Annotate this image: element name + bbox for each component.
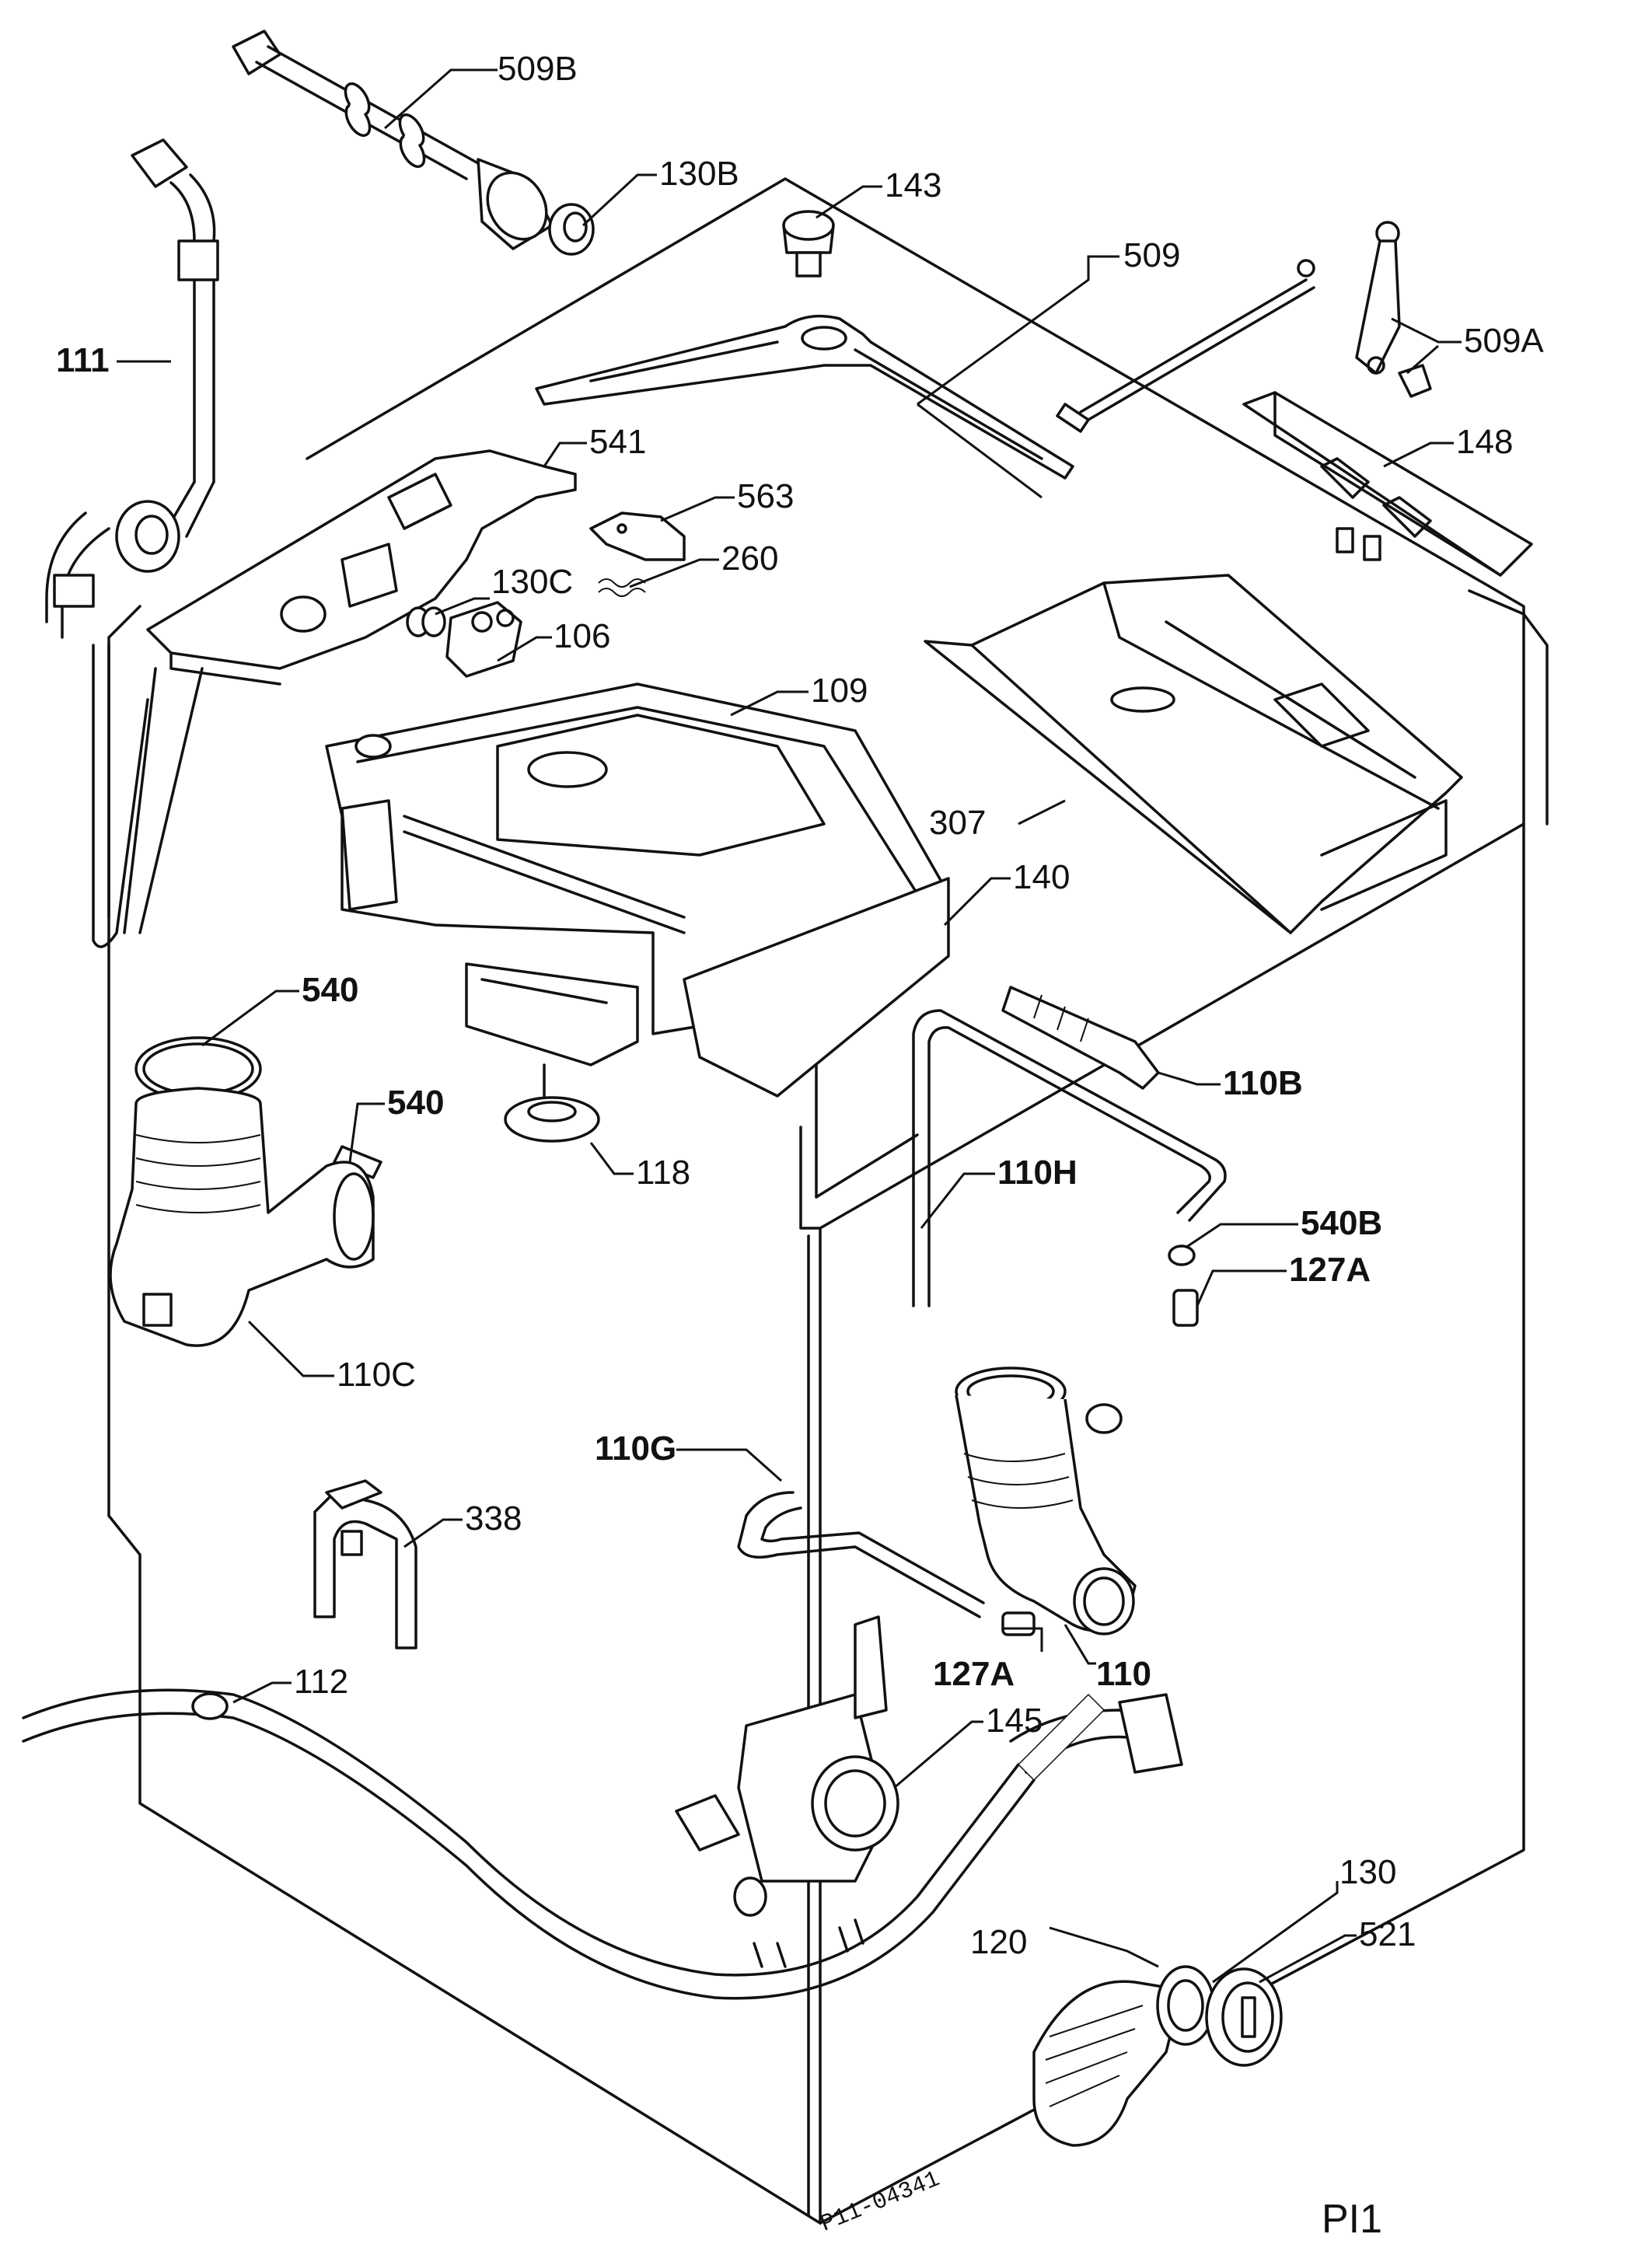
label-338: 338: [465, 1499, 522, 1538]
part-labels: 509B 130B 143 509 509A 111 541 563 260 1…: [56, 50, 1544, 1961]
part-127a-adapter-bottom: [1001, 1611, 1036, 1636]
label-110: 110: [1096, 1655, 1151, 1693]
label-111: 111: [56, 341, 110, 379]
label-127a-bottom: 127A: [933, 1655, 1015, 1693]
label-110g: 110G: [595, 1429, 676, 1468]
label-130b: 130B: [659, 155, 739, 193]
label-118: 118: [636, 1154, 690, 1192]
part-540b-clip: [1168, 1244, 1196, 1266]
part-109-dispenser-housing: [325, 682, 950, 1098]
label-541: 541: [589, 423, 646, 461]
label-140: 140: [1013, 858, 1070, 896]
label-509a: 509A: [1464, 322, 1544, 360]
label-110h: 110H: [997, 1154, 1077, 1192]
part-509b-inlet-pipe: [232, 30, 554, 250]
leader-lines: [117, 68, 1462, 1984]
label-112: 112: [294, 1663, 348, 1701]
label-148: 148: [1456, 423, 1513, 461]
label-509: 509: [1123, 236, 1180, 274]
part-110c-sump-hose: [109, 1087, 375, 1347]
label-540b: 540B: [1301, 1204, 1382, 1242]
part-130b-nut: [548, 203, 595, 256]
part-110g-hose: [737, 1491, 985, 1618]
part-509-lever-assembly: [535, 259, 1315, 480]
label-540-top: 540: [302, 971, 358, 1009]
label-540-side: 540: [387, 1084, 444, 1122]
label-563: 563: [737, 477, 794, 515]
part-120-filter-housing: [1032, 1980, 1183, 2147]
label-130: 130: [1339, 1853, 1396, 1891]
part-143-knob: [782, 210, 835, 278]
part-112-drain-hose: [22, 1688, 1105, 2000]
label-127a-top: 127A: [1289, 1251, 1371, 1289]
part-110h-hose: [912, 1009, 1227, 1307]
label-130c: 130C: [491, 563, 573, 601]
part-540-clamp: [134, 1036, 382, 1179]
part-148-panel-bracket: [1242, 391, 1533, 577]
part-521-filter-cap: [1205, 1967, 1283, 2067]
page-reference: PI1: [1322, 2197, 1382, 2242]
part-307-dispenser-drawer: [924, 574, 1463, 934]
label-509b: 509B: [498, 50, 578, 88]
part-110b-hose-connector: [1001, 986, 1160, 1090]
part-145-drain-pump: [675, 1615, 1183, 1968]
part-509a-arm: [1355, 221, 1432, 398]
label-521: 521: [1359, 1915, 1416, 1953]
label-120: 120: [970, 1923, 1027, 1961]
part-130c-ring: [406, 606, 446, 637]
part-118-filter: [504, 1063, 600, 1143]
label-145: 145: [986, 1702, 1043, 1740]
part-127a-adapter-top: [1172, 1289, 1199, 1327]
label-110b: 110B: [1223, 1064, 1303, 1102]
label-260: 260: [721, 539, 778, 578]
part-130-seal: [1156, 1965, 1215, 2046]
part-541-mounting-bracket: [146, 449, 577, 686]
part-260-spring: [598, 578, 646, 597]
part-106-valve: [445, 601, 522, 678]
part-110-sump-hose: [955, 1367, 1137, 1635]
label-110c: 110C: [337, 1356, 416, 1394]
label-307: 307: [929, 804, 986, 842]
drawing-code: P11-04341: [817, 2166, 944, 2238]
label-143: 143: [885, 166, 941, 204]
label-106: 106: [554, 617, 610, 655]
part-338-hose-guide: [313, 1479, 417, 1649]
part-111-inlet-hose: [45, 138, 219, 948]
part-563-cover: [589, 511, 686, 561]
label-109: 109: [811, 672, 868, 710]
